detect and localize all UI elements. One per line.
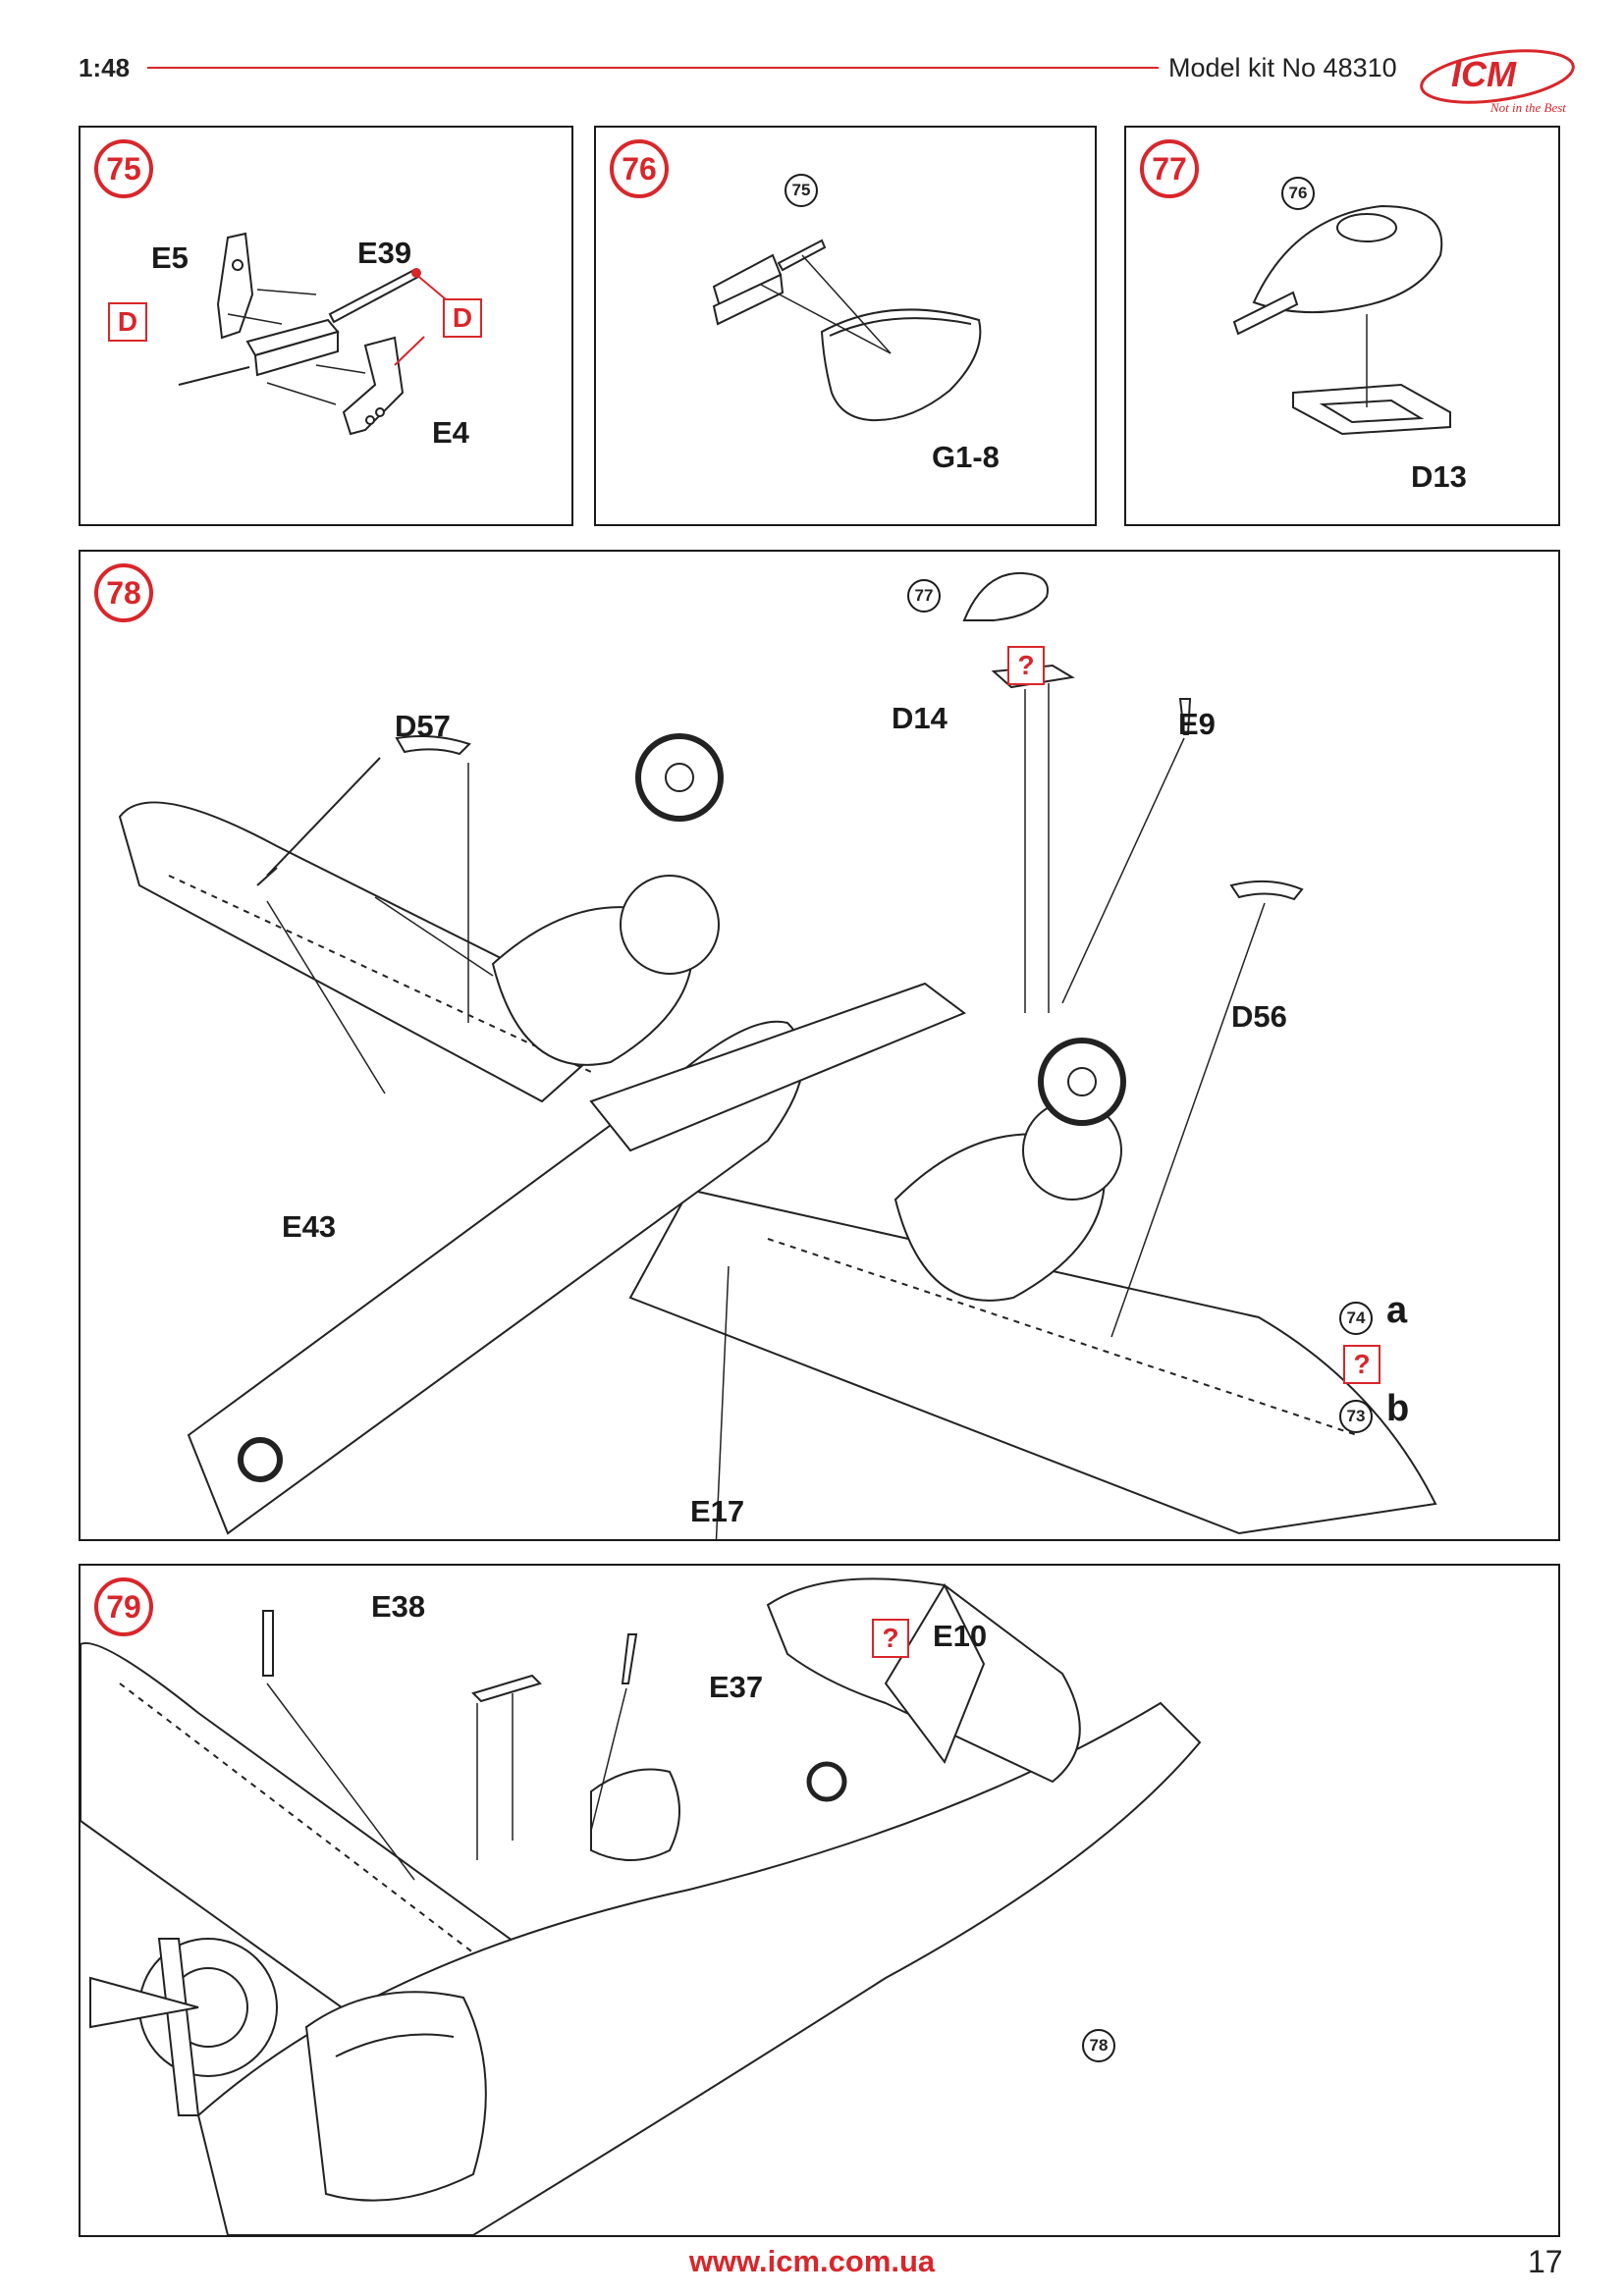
part-label-e9: E9 (1178, 707, 1216, 741)
ref-step-78: 78 (1082, 2029, 1115, 2062)
part-label-d56: D56 (1231, 999, 1287, 1034)
question-marker: ? (1007, 646, 1045, 685)
marker-d-right: D (443, 298, 482, 338)
option-b-ref: 73 (1339, 1400, 1373, 1433)
part-label-e4: E4 (432, 415, 469, 450)
step-76-panel: 76 75 G1-8 (594, 126, 1097, 526)
part-label-e17: E17 (690, 1494, 745, 1528)
page-number: 17 (1528, 2244, 1563, 2279)
part-label-d57: D57 (395, 709, 451, 743)
option-a-label: a (1386, 1290, 1408, 1331)
header-rule (147, 67, 1159, 69)
step-77-panel: 77 76 D13 (1124, 126, 1560, 526)
step-number: 78 (94, 563, 153, 622)
step-79-panel: 79 E38 E37 ? E10 78 (79, 1564, 1560, 2237)
step-78-panel: 78 77 ? D57 D14 E9 D56 E43 E17 74 a ? 73… (79, 550, 1560, 1541)
svg-text:Not in the Best: Not in the Best (1489, 100, 1566, 115)
step-number: 79 (94, 1577, 153, 1636)
part-label-g1-8: G1-8 (932, 440, 1000, 474)
step-78-drawing (118, 571, 1437, 1539)
scale-label: 1:48 (79, 53, 131, 82)
part-label-e5: E5 (151, 240, 189, 275)
marker-d-left: D (108, 302, 147, 342)
step-number: 77 (1140, 139, 1199, 198)
part-label-e38: E38 (371, 1589, 426, 1624)
ref-step-76: 76 (1281, 177, 1315, 210)
step-76-drawing (712, 239, 982, 422)
part-label-d14: D14 (892, 701, 947, 735)
svg-text:ICM: ICM (1451, 54, 1517, 94)
footer-url: www.icm.com.ua (688, 2244, 936, 2278)
step-75-drawing (178, 232, 447, 436)
part-label-e10: E10 (933, 1619, 988, 1653)
step-number: 76 (610, 139, 669, 198)
ref-step-77: 77 (907, 579, 941, 613)
step-79-drawing (81, 1577, 1202, 2235)
step-75-panel: 75 E5 E39 E4 D D (79, 126, 573, 526)
ref-step-75: 75 (785, 174, 818, 207)
part-label-e43: E43 (282, 1209, 337, 1244)
option-a-ref: 74 (1339, 1302, 1373, 1335)
step-77-drawing (1232, 204, 1451, 436)
step-number: 75 (94, 139, 153, 198)
kit-number: Model kit No 48310 (1168, 53, 1397, 82)
option-b-label: b (1386, 1388, 1410, 1429)
part-label-e39: E39 (357, 236, 412, 270)
part-label-e37: E37 (709, 1670, 764, 1704)
part-label-d13: D13 (1411, 459, 1467, 494)
icm-logo: ICM Not in the Best (1414, 43, 1581, 122)
question-marker: ? (872, 1619, 909, 1658)
options-question-marker: ? (1343, 1345, 1380, 1384)
